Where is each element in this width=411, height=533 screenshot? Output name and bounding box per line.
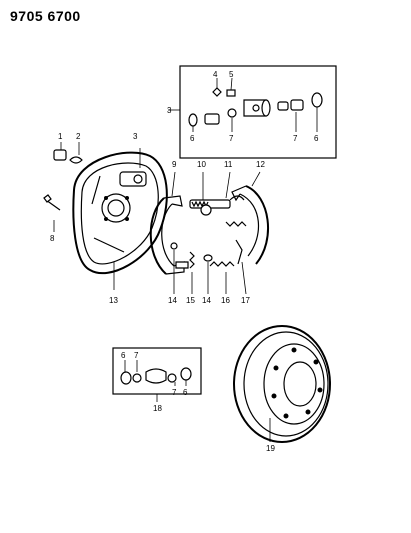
brake-shoe-right <box>231 171 269 265</box>
repair-kit-box <box>112 347 202 402</box>
callout-11: 11 <box>224 160 233 169</box>
callout-6-kit-right: 6 <box>314 134 319 143</box>
adjuster-and-springs <box>189 171 247 295</box>
callout-6-kit-left: 6 <box>190 134 195 143</box>
brake-drum <box>233 325 331 443</box>
repair-kit-parts <box>120 360 192 386</box>
callout-8: 8 <box>50 234 55 243</box>
callout-2: 2 <box>76 132 81 141</box>
callout-3-backing: 3 <box>133 132 138 141</box>
callout-6-repair-left: 6 <box>121 351 126 360</box>
callout-16: 16 <box>221 296 230 305</box>
hold-down-parts <box>170 242 213 294</box>
callout-1: 1 <box>58 132 63 141</box>
callout-4: 4 <box>213 70 218 79</box>
backing-plate <box>72 148 168 290</box>
callout-6-repair-right: 6 <box>183 388 188 397</box>
diagram-code: 9705 6700 <box>10 8 81 24</box>
callout-7-repair-left: 7 <box>134 351 139 360</box>
callout-5: 5 <box>229 70 234 79</box>
callout-9: 9 <box>172 160 177 169</box>
callout-7-kit-left: 7 <box>229 134 234 143</box>
wheel-cylinder-parts <box>188 77 323 132</box>
callout-15: 15 <box>186 296 195 305</box>
bolt-parts <box>43 142 83 232</box>
callout-18: 18 <box>153 404 162 413</box>
callouts: 1 2 3 3 4 5 6 6 6 6 7 7 7 7 8 9 10 11 12… <box>50 70 319 453</box>
callout-14-left: 14 <box>168 296 177 305</box>
callout-13: 13 <box>109 296 118 305</box>
callout-17: 17 <box>241 296 250 305</box>
wheel-cylinder-kit-box <box>168 65 337 159</box>
callout-7-kit-right: 7 <box>293 134 298 143</box>
callout-10: 10 <box>197 160 206 169</box>
callout-3-kit: 3 <box>167 106 172 115</box>
callout-19: 19 <box>266 444 275 453</box>
callout-14-right: 14 <box>202 296 211 305</box>
callout-12: 12 <box>256 160 265 169</box>
callout-7-repair-right: 7 <box>172 388 177 397</box>
